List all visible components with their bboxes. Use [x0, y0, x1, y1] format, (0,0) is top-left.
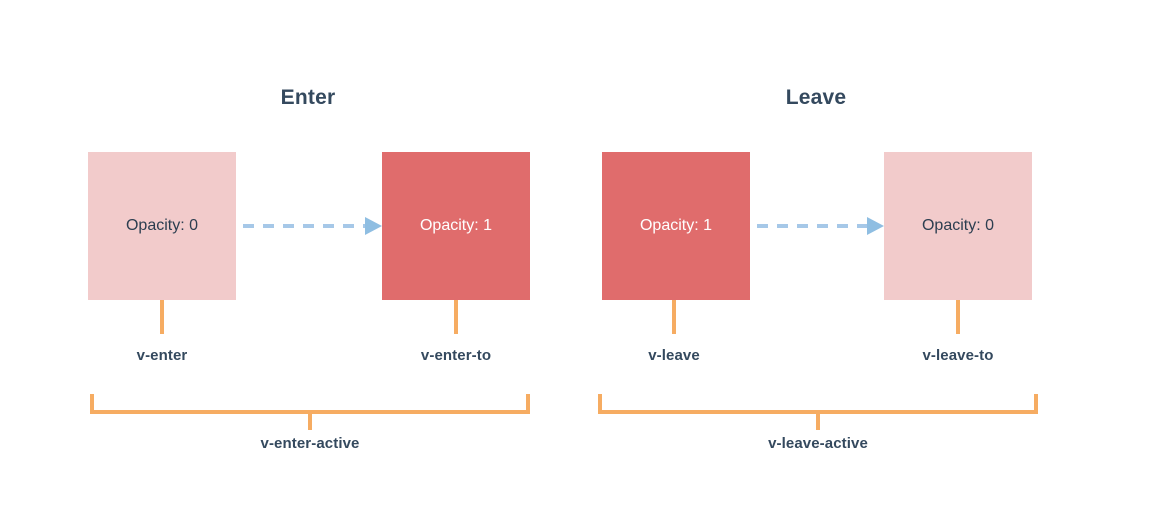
arrow-shaft-dashed — [243, 224, 365, 228]
group-title-leave: Leave — [785, 86, 847, 109]
class-label-v-leave: v-leave — [648, 347, 700, 364]
connector-stem-v-leave-to — [956, 300, 960, 334]
class-label-v-enter: v-enter — [136, 347, 188, 364]
class-label-v-enter-active: v-enter-active — [260, 435, 360, 452]
state-box-opacity-label: Opacity: 1 — [419, 217, 493, 234]
arrow-head-icon — [867, 217, 884, 235]
class-label-v-enter-to: v-enter-to — [420, 347, 492, 364]
state-box-v-leave: Opacity: 1 — [602, 152, 750, 300]
state-box-opacity-label: Opacity: 1 — [639, 217, 713, 234]
arrow-head-icon — [365, 217, 382, 235]
state-box-v-enter-to: Opacity: 1 — [382, 152, 530, 300]
class-label-v-leave-active: v-leave-active — [768, 435, 868, 452]
state-box-opacity-label: Opacity: 0 — [125, 217, 199, 234]
transition-arrow-leave — [757, 217, 884, 235]
transition-arrow-enter — [243, 217, 382, 235]
connector-stem-v-leave — [672, 300, 676, 334]
state-box-opacity-label: Opacity: 0 — [921, 217, 995, 234]
class-label-v-leave-to: v-leave-to — [922, 347, 994, 364]
state-box-v-enter: Opacity: 0 — [88, 152, 236, 300]
connector-stem-v-enter — [160, 300, 164, 334]
bracket-stem-leave-active — [816, 410, 820, 430]
arrow-shaft-dashed — [757, 224, 867, 228]
group-title-enter: Enter — [280, 86, 336, 109]
state-box-v-leave-to: Opacity: 0 — [884, 152, 1032, 300]
bracket-stem-enter-active — [308, 410, 312, 430]
connector-stem-v-enter-to — [454, 300, 458, 334]
